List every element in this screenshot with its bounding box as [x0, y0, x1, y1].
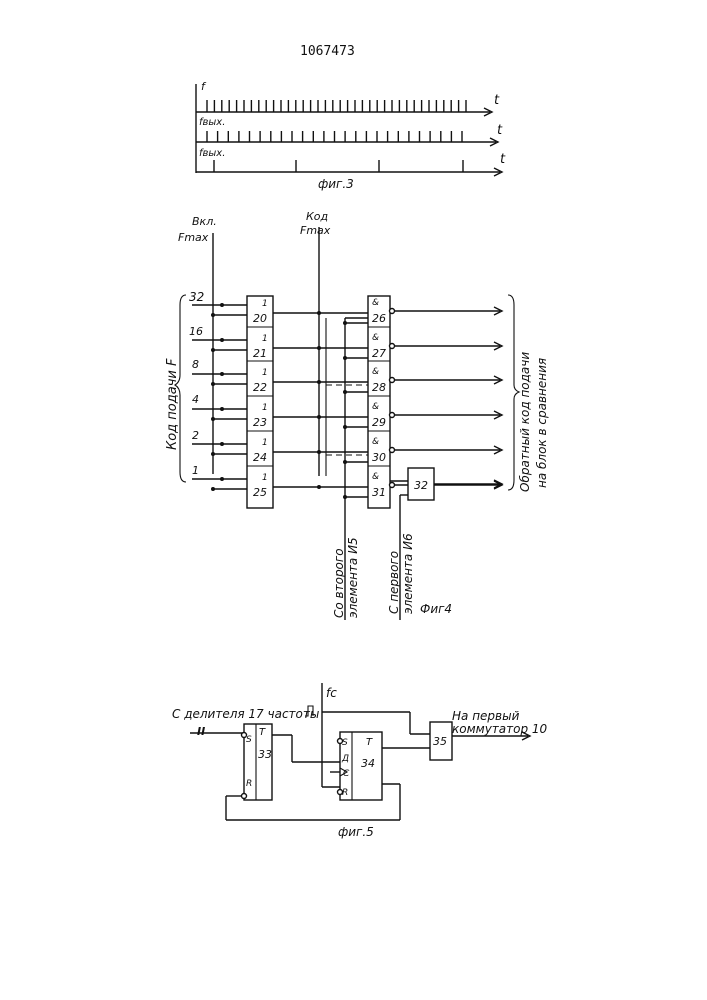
fig4-and-gate-symbol: &: [372, 437, 379, 447]
fig4-or-gate-22: 22: [253, 381, 267, 394]
fig4-or-gate-block: [247, 296, 273, 508]
fig3-caption: фиг.3: [318, 177, 354, 191]
fig4-or-gate-23: 23: [253, 416, 267, 429]
fig4-from-first-label-1: С первого: [387, 551, 401, 614]
fig4-junction-dot: [220, 442, 224, 446]
fig5-caption: фиг.5: [338, 825, 374, 839]
fig4-input-on-sub: Fmax: [178, 231, 209, 244]
fig4-and-gate-symbol: &: [372, 333, 379, 343]
fig5-t34-pin-t: T: [366, 737, 373, 748]
fig5-input-mark: II: [197, 725, 205, 738]
fig4-or-gate-symbol: 1: [262, 403, 268, 413]
fig4-and-gate-29: 29: [372, 416, 386, 429]
fig3-row1-ylabel: f: [201, 80, 207, 93]
fig4-output-label-2: на блок в сравнения: [535, 358, 549, 488]
fig3-row2-ylabel: fвых.: [199, 117, 225, 128]
fig3-row1-tlabel: t: [494, 93, 500, 108]
fig4-and-gate-symbol: &: [372, 402, 379, 412]
fig3-row3-tlabel: t: [500, 152, 506, 167]
fig4-circuit: Вкл. Fmax Код Fmax Код подачи F 32 16 8 …: [165, 210, 549, 620]
fig4-input-code-sub: Fmax: [300, 224, 331, 237]
fig4-junction-dot: [220, 303, 224, 307]
fig4-inversion-bubble: [390, 448, 395, 453]
fig4-inversion-bubble: [390, 483, 395, 488]
patent-number: 1067473: [300, 44, 355, 59]
fig4-bit-16: 16: [189, 325, 203, 338]
fig5-output-label-2: коммутатор 10: [452, 722, 548, 736]
fig3-row3-ylabel: fвых.: [199, 148, 225, 159]
fig4-bit-1: 1: [192, 464, 199, 477]
fig4-junction-dot: [220, 372, 224, 376]
fig4-and-gate-28: 28: [372, 381, 386, 394]
fig4-and-gate-symbol: &: [372, 298, 379, 308]
fig4-or-gate-symbol: 1: [262, 438, 268, 448]
fig5-t33-pin-t: T: [259, 727, 266, 738]
fig4-or-gate-symbol: 1: [262, 473, 268, 483]
fig5-t33-num: 33: [258, 748, 272, 761]
fig3-timing-diagram: f t fвых. t fвых. t фиг.3: [196, 80, 506, 191]
fig3-row3-pulses: [214, 160, 463, 172]
fig4-bit-2: 2: [192, 429, 199, 442]
fig5-t34-pin-d: Д: [341, 754, 349, 764]
fig4-bit-8: 8: [192, 358, 199, 371]
fig5-element-35-label: 35: [433, 735, 447, 748]
fig4-junction-dot: [220, 407, 224, 411]
fig4-inversion-bubble: [390, 309, 395, 314]
fig4-from-second-label-1: Со второго: [332, 548, 346, 618]
fig4-input-code-label: Код: [306, 210, 328, 223]
fig4-output-label-1: Обратный код подачи: [518, 352, 532, 492]
fig4-and-gate-symbol: &: [372, 472, 379, 482]
fig4-or-gate-symbol: 1: [262, 334, 268, 344]
fig4-and-gate-31: 31: [372, 486, 386, 499]
fig4-element-32-label: 32: [414, 479, 428, 492]
fig5-output-label-1: На первый: [452, 709, 520, 723]
fig3-row1-pulses: [207, 100, 466, 112]
fig4-inversion-bubble: [390, 413, 395, 418]
fig4-inversion-bubble: [390, 378, 395, 383]
fig5-t33-pin-s: S: [246, 735, 252, 745]
fig5-t33-pin-r: R: [246, 779, 252, 789]
fig4-from-second-label-2: элемента И5: [346, 537, 360, 618]
fig4-input-on-label: Вкл.: [192, 215, 217, 228]
fig4-bit-4: 4: [192, 393, 199, 406]
fig4-and-gate-27: 27: [372, 347, 386, 360]
fig4-and-gate-26: 26: [372, 312, 386, 325]
fig4-caption: Фиг4: [420, 602, 452, 616]
fig4-or-gate-24: 24: [253, 451, 267, 464]
fig4-inversion-bubble: [390, 344, 395, 349]
fig5-fc-label: fc: [326, 686, 337, 700]
fig4-feed-code-label: Код подачи F: [165, 358, 180, 450]
fig5-t34-num: 34: [361, 757, 375, 770]
fig5-circuit: С делителя 17 частоты II fc S T R 33 S Д…: [172, 683, 548, 839]
fig4-junction-dot: [220, 338, 224, 342]
fig4-from-first-label-2: элемента И6: [401, 533, 415, 614]
fig3-row2-pulses: [207, 131, 462, 142]
fig4-or-gate-25: 25: [253, 486, 267, 499]
fig4-and-gate-30: 30: [372, 451, 386, 464]
fig4-and-gate-symbol: &: [372, 367, 379, 377]
fig4-or-gate-21: 21: [253, 347, 267, 360]
fig5-input-label: С делителя 17 частоты: [172, 707, 319, 721]
fig4-bit-32: 32: [189, 290, 204, 304]
fig4-or-gate-symbol: 1: [262, 368, 268, 378]
fig4-or-gate-symbol: 1: [262, 299, 268, 309]
fig5-t34-pin-s: S: [342, 738, 348, 748]
fig3-row2-tlabel: t: [497, 123, 503, 138]
fig4-or-gate-20: 20: [253, 312, 267, 325]
fig4-junction-dot: [220, 477, 224, 481]
